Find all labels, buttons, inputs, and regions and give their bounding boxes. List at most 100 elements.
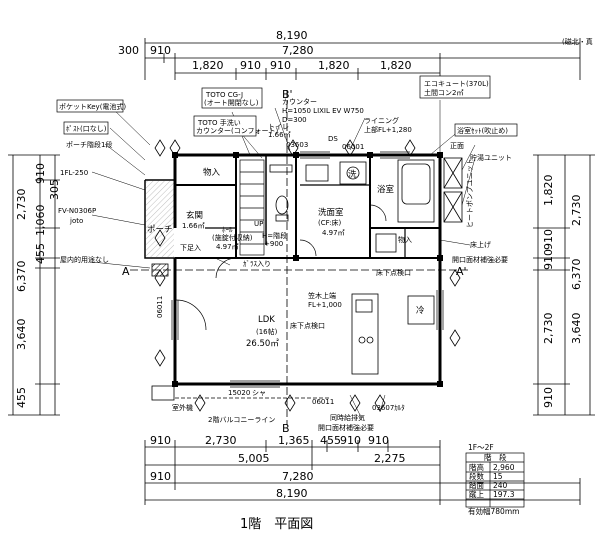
code-left: 06011	[156, 296, 164, 318]
left-dimensions	[8, 154, 60, 416]
label-vent1: 03603	[286, 141, 308, 149]
bottom-dim-8190: 8,190	[276, 487, 308, 500]
label-lining-fl: 上部FL+1,280	[364, 125, 412, 134]
label-counter: カウンター	[282, 97, 317, 106]
bottom-dim-2275: 2,275	[374, 452, 406, 465]
diamond-markers	[154, 139, 461, 412]
bottom-dim-910a: 910	[340, 434, 361, 447]
section-mark-a: A	[122, 265, 130, 278]
label-porch-step: ポーチ階段1段	[66, 140, 112, 149]
ecocute-box	[419, 75, 491, 99]
top-dim-1820c: 1,820	[380, 59, 412, 72]
label-hot-water: 貯湯ユニット	[470, 153, 512, 162]
label-fl: 1FL-250	[60, 169, 88, 177]
stair-step-h: +900	[264, 240, 283, 248]
label-counter-d: D=300	[282, 116, 307, 124]
stair-row-key-4: 蹴上	[469, 489, 484, 499]
kitchen-counter	[351, 293, 435, 375]
stair-row-val-4: 197.3	[493, 490, 515, 499]
section-mark-b2: B'	[282, 88, 293, 101]
bottom-dim-910b: 910	[368, 434, 389, 447]
right-dimensions	[533, 154, 595, 416]
label-inspection2: 床下点検口	[290, 321, 325, 330]
left-dim-2730: 2,730	[15, 189, 28, 221]
room-washroom-area: 4.97㎡	[322, 229, 345, 237]
left-dim-1060: 1,060	[34, 205, 47, 237]
stair-step: H=階段	[262, 231, 287, 240]
outdoor-equipment	[151, 157, 463, 401]
room-porch: ポーチ	[147, 225, 173, 235]
porch-hatch	[146, 181, 174, 257]
washroom-fixtures	[305, 161, 397, 253]
label-toto-cg-sub: (オート開閉なし)	[204, 99, 259, 107]
room-ldk-area: 26.50㎡	[246, 339, 279, 349]
code-b3: 06011	[312, 398, 334, 406]
label-opening-note2: 開口面材補強必要	[318, 423, 374, 432]
label-vent2: 06001	[342, 143, 364, 151]
corner-note: (磁北・真	[562, 37, 593, 46]
left-dim-305: 305	[48, 179, 61, 200]
label-ecocute-sub: 土間コン2㎡	[424, 88, 463, 97]
stair-table-header: 1F～2F	[468, 443, 494, 452]
right-dim-3640: 3,640	[570, 313, 583, 345]
bathtub	[397, 159, 435, 223]
label-toto-hand: TOTO 手洗い	[197, 118, 241, 127]
right-dim-6370: 6,370	[570, 259, 583, 291]
section-lines	[130, 90, 470, 425]
top-dim-910b: 910	[270, 59, 291, 72]
bath-mirror-box	[454, 123, 518, 137]
doors	[175, 204, 387, 331]
label-fv: FV-N0306P	[58, 207, 96, 215]
stair-table	[465, 452, 525, 508]
label-joto: joto	[69, 217, 83, 225]
label-aircon-out: 室外機	[172, 403, 193, 412]
top-dim-1820a: 1,820	[192, 59, 224, 72]
label-glass: ｶﾞﾗｽ入り	[243, 260, 271, 268]
room-ldk: LDK	[258, 315, 275, 325]
toto-cg-box	[201, 87, 263, 109]
label-floor-raise: 床上げ	[470, 240, 491, 249]
toilet-fixture	[269, 164, 293, 222]
label-toilet-area: 1.66㎡	[268, 131, 291, 139]
label-ecocute: エコキュート(370L)	[424, 80, 489, 88]
stair-up: UP	[254, 220, 263, 228]
top-dim-7280: 7,280	[282, 44, 314, 57]
bottom-dim-910c: 910	[150, 470, 171, 483]
label-washer: 洗	[348, 169, 357, 180]
room-bath: 浴室	[377, 184, 395, 195]
toto-hand-box	[193, 115, 257, 137]
bottom-dim-1365: 1,365	[278, 434, 310, 447]
label-front: 正面	[450, 142, 464, 150]
label-toto-cg: TOTO CG-J	[205, 91, 243, 99]
top-dimensions	[144, 38, 581, 80]
stair-table-note: 有効幅780mm	[468, 506, 519, 516]
pocket-key-box	[56, 99, 124, 113]
drawing-title: 1階 平面図	[240, 517, 313, 532]
room-hall-area: 4.97㎡	[216, 243, 239, 251]
room-hall-sub: (施錠付収納)	[212, 233, 253, 242]
room-lower-shoes: 下足入	[180, 244, 201, 252]
leader-lines	[91, 100, 476, 416]
right-dim-910b: 910	[542, 249, 555, 270]
label-bath-mirror: 浴室ｾｯﾄ(吹止め)	[457, 126, 508, 135]
right-dim-910c: 910	[542, 387, 555, 408]
right-dim-1820: 1,820	[542, 175, 555, 207]
post-box	[63, 121, 109, 135]
room-ldk-jo: (16帖)	[256, 327, 278, 336]
label-toilet: トイレ	[268, 123, 289, 131]
section-mark-b: B	[282, 422, 290, 435]
bottom-dim-5005: 5,005	[238, 452, 270, 465]
room-entrance-area: 1.66㎡	[182, 222, 205, 230]
room-washroom-sub: (CF:床)	[318, 218, 341, 227]
right-dim-2730a: 2,730	[570, 195, 583, 227]
top-overall-dim: 8,190	[276, 29, 308, 42]
label-heat-pump: ヒートポンプユニット	[466, 158, 474, 228]
left-dim-455b: 455	[15, 387, 28, 408]
top-dim-300: 300	[118, 44, 139, 57]
label-post: ﾎﾟｽﾄ(口なし)	[66, 125, 107, 133]
label-toto-hand-sub: カウンター(コンフォート)	[196, 126, 279, 135]
label-counter-h: H=1050 LIXIL EV W750	[282, 107, 364, 115]
label-inspection: 床下点検口	[376, 268, 411, 277]
left-dim-910: 910	[34, 163, 47, 184]
